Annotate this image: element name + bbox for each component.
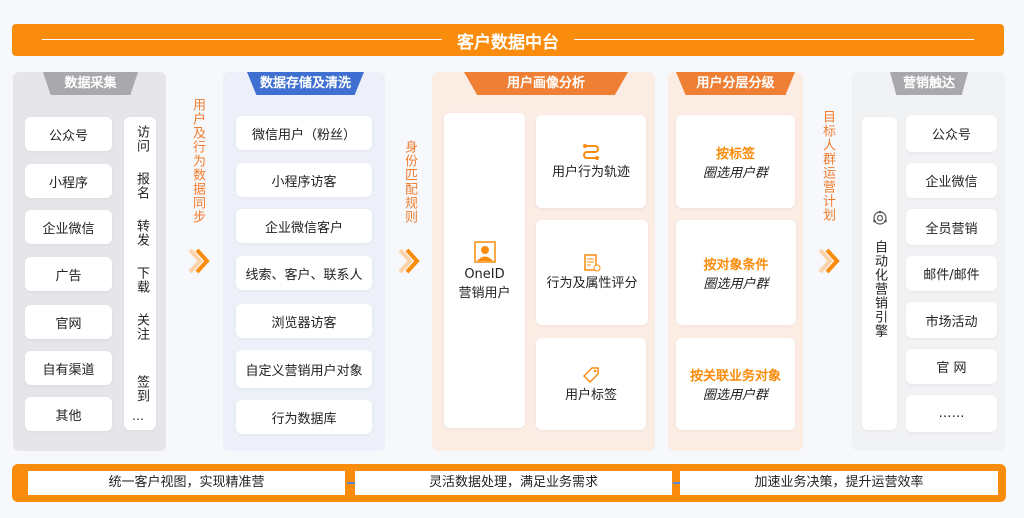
reach-item: 全员营销 (906, 209, 997, 245)
segment-subtitle: 圈选用户群 (703, 276, 769, 292)
benefit-item: 灵活数据处理，满足业务需求 (355, 471, 672, 495)
profile-card-label: 用户行为轨迹 (551, 165, 630, 180)
oneid-sublabel: 营销用户 (458, 285, 511, 301)
route-icon (583, 144, 599, 160)
storage-panel: 数据存储及清洗 微信用户（粉丝） 小程序访客 企业微信客户 线索、客户、联系人 … (223, 72, 385, 451)
segment-title: 按标签 (715, 146, 755, 162)
reach-item: 官 网 (906, 349, 997, 384)
flow-label: 目标人群运营计划 (820, 110, 835, 222)
reach-header: 营销触达 (890, 72, 968, 95)
segment-card: 按标签圈选用户群 (676, 115, 795, 208)
segment-card: 按关联业务对象圈选用户群 (676, 338, 795, 430)
storage-item: 浏览器访客 (236, 304, 372, 338)
storage-item: 自定义营销用户对象 (236, 350, 372, 388)
storage-item: 线索、客户、联系人 (236, 256, 372, 290)
segment-subtitle: 圈选用户群 (702, 388, 768, 403)
action-label: … (132, 409, 144, 423)
profile-card: 用户标签 (536, 338, 646, 430)
action-label: 签到 (134, 375, 149, 403)
title-bar: 客户数据中台 (12, 24, 1004, 56)
oneid-card: OneID 营销用户 (444, 113, 525, 428)
segment-panel: 用户分层分级 按标签圈选用户群 按对象条件圈选用户群 按关联业务对象圈选用户群 (668, 72, 803, 451)
reach-item: …… (906, 395, 997, 432)
action-label: 报名 (134, 172, 149, 200)
collect-panel: 数据采集 公众号 小程序 企业微信 广告 官网 自有渠道 其他 访问 报名 转发… (13, 72, 166, 451)
user-icon (473, 240, 496, 263)
divider (42, 39, 442, 40)
benefits-bar: 统一客户视图，实现精准营 灵活数据处理，满足业务需求 加速业务决策，提升运营效率 (12, 464, 1006, 502)
segment-title: 按对象条件 (703, 257, 769, 273)
profile-header: 用户画像分析 (464, 72, 628, 95)
segment-subtitle: 圈选用户群 (702, 165, 768, 181)
profile-card: 用户行为轨迹 (536, 115, 646, 208)
action-label: 转发 (134, 219, 149, 247)
storage-item: 行为数据库 (236, 400, 372, 434)
engine-column: 自动化营销引擎 (862, 117, 897, 430)
action-label: 访问 (134, 125, 149, 153)
oneid-label: OneID (464, 266, 505, 282)
divider (574, 39, 974, 40)
storage-item: 企业微信客户 (236, 209, 372, 243)
collect-item: 其他 (25, 397, 112, 431)
profile-panel: 用户画像分析 OneID 营销用户 用户行为轨迹 行为及属性评分 用户标签 (432, 72, 655, 451)
benefit-item: 统一客户视图，实现精准营 (28, 471, 345, 495)
reach-item: 公众号 (906, 115, 997, 152)
flow-label: 用户及行为数据同步 (190, 98, 205, 224)
engine-icon (872, 210, 887, 225)
segment-card: 按对象条件圈选用户群 (676, 220, 796, 325)
chevron-right-icon (818, 248, 840, 274)
segment-title: 按关联业务对象 (689, 369, 781, 384)
tag-icon (582, 366, 599, 383)
reach-item: 邮件/邮件 (906, 256, 997, 291)
chevron-right-icon (398, 248, 420, 274)
score-document-icon (584, 254, 601, 272)
collect-item: 小程序 (25, 164, 112, 198)
benefit-item: 加速业务决策，提升运营效率 (680, 471, 998, 495)
profile-card-label: 行为及属性评分 (546, 276, 638, 291)
reach-item: 市场活动 (906, 302, 997, 338)
reach-item: 企业微信 (906, 163, 997, 198)
chevron-right-icon (188, 248, 210, 274)
actions-column: 访问 报名 转发 下载 关注 签到 … (124, 117, 156, 430)
storage-item: 小程序访客 (236, 163, 372, 197)
collect-item: 官网 (25, 305, 112, 339)
action-label: 下载 (134, 266, 149, 294)
page-title: 客户数据中台 (457, 33, 559, 53)
profile-card: 行为及属性评分 (536, 220, 648, 325)
collect-header: 数据采集 (43, 72, 138, 95)
segment-header: 用户分层分级 (676, 72, 795, 95)
collect-item: 公众号 (25, 117, 112, 151)
flow-label: 身份匹配规则 (402, 140, 417, 224)
collect-item: 自有渠道 (25, 351, 112, 385)
reach-panel: 营销触达 自动化营销引擎 公众号 企业微信 全员营销 邮件/邮件 市场活动 官 … (852, 72, 1005, 451)
storage-header: 数据存储及清洗 (247, 72, 364, 95)
storage-item: 微信用户（粉丝） (236, 116, 372, 150)
profile-card-label: 用户标签 (564, 387, 617, 403)
collect-item: 广告 (25, 257, 112, 291)
engine-label: 自动化营销引擎 (872, 239, 887, 338)
action-label: 关注 (134, 313, 149, 341)
collect-item: 企业微信 (25, 210, 112, 244)
